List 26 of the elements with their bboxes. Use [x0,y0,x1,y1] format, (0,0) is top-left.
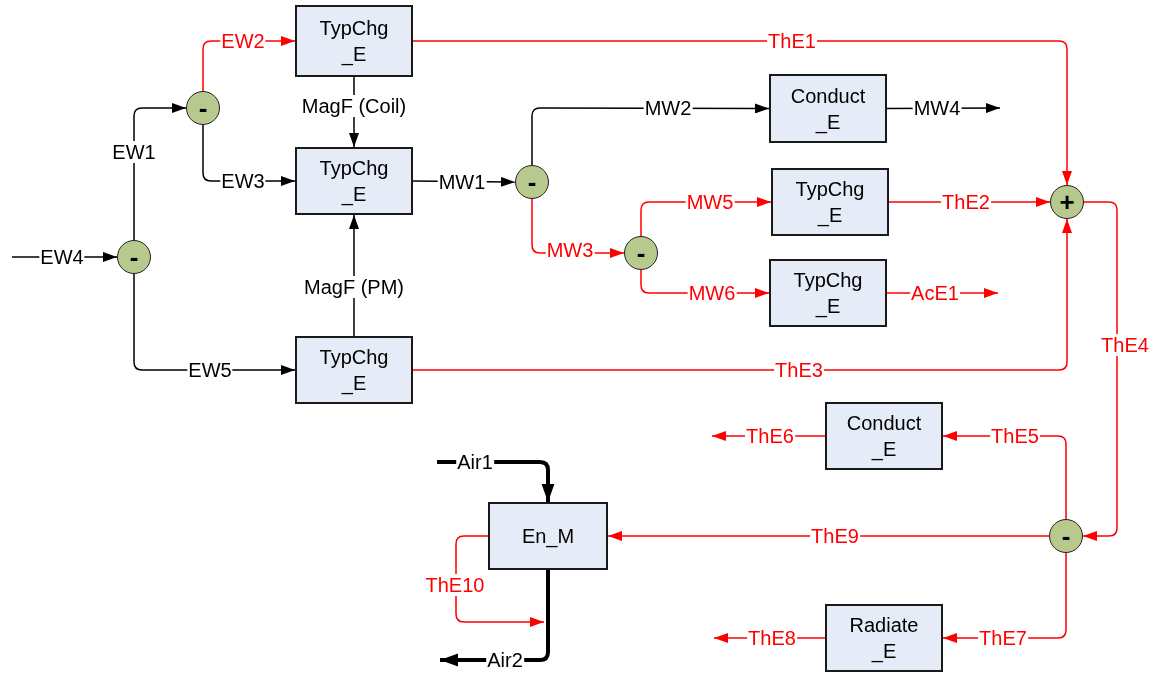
arrow [133,103,187,241]
process-box: Radiate _E [825,604,943,672]
summing-junction: + [1050,185,1084,219]
process-box: TypChg _E [295,336,413,404]
edge-label: MagF (Coil) [300,95,408,117]
edge-label: ThE10 [424,574,486,596]
arrow [412,40,1072,186]
arrow [455,535,545,627]
process-box: TypChg _E [295,5,413,77]
process-box: TypChg _E [771,168,889,236]
edge-label: ThE4 [1100,334,1150,356]
arrow [1082,201,1118,541]
process-box: Conduct _E [769,74,887,143]
summing-junction: - [515,165,549,199]
process-box: TypChg _E [295,147,413,215]
summing-junction: - [624,236,658,270]
edge-label: MagF (PM) [303,276,405,298]
process-box: TypChg _E [769,259,887,327]
summing-junction: - [117,240,151,274]
summing-junction: - [1049,519,1083,553]
arrow [607,531,1050,541]
process-box: En_M [488,502,608,570]
process-box: Conduct _E [825,402,943,470]
edge-label: EW1 [111,141,157,163]
arrow [412,218,1072,371]
summing-junction: - [186,91,220,125]
